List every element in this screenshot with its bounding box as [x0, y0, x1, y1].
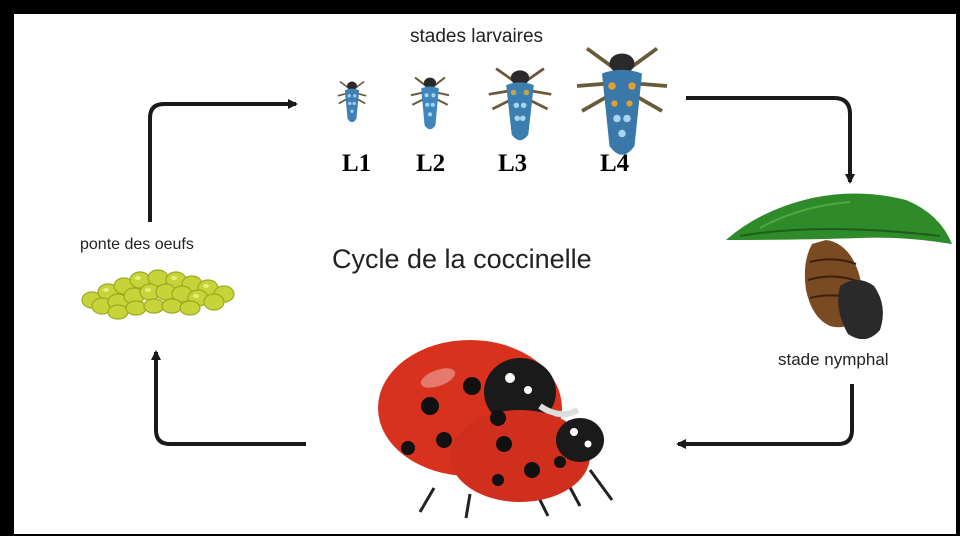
pupa-label: stade nymphal	[778, 350, 889, 370]
stage-label-l4: L4	[600, 150, 629, 178]
larval-stages-label: stades larvaires	[410, 26, 543, 48]
egg-label: ponte des oeufs	[80, 236, 194, 254]
stage-label-l2: L2	[416, 150, 445, 178]
stage-label-l3: L3	[498, 150, 527, 178]
stage-label-l1: L1	[342, 150, 371, 178]
diagram-title: Cycle de la coccinelle	[332, 244, 592, 275]
